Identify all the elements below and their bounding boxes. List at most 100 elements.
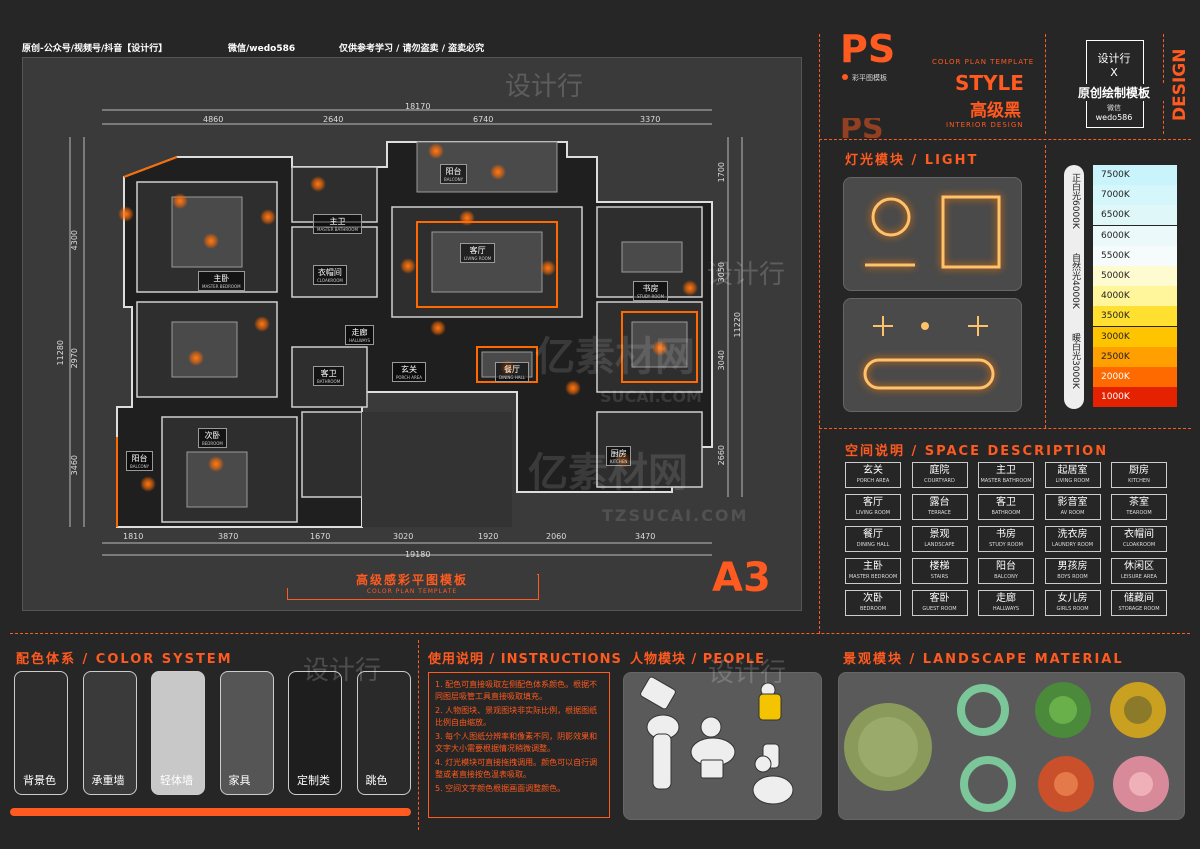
- divider-line: [418, 640, 419, 830]
- watermark: 亿素材网: [535, 334, 695, 380]
- dim-bottom: 3870: [218, 532, 239, 541]
- space-tag-cn: 起居室: [1057, 465, 1088, 476]
- light-legend-bar: [1064, 165, 1084, 409]
- space-tag-en: MASTER BEDROOM: [848, 574, 898, 580]
- space-tag-en: HALLWAYS: [992, 606, 1020, 612]
- dim-left: 3460: [70, 455, 79, 476]
- watermark: 设计行: [708, 658, 787, 688]
- dim-top: 3370: [640, 115, 661, 124]
- color-swatch[interactable]: 轻体墙: [151, 671, 205, 795]
- space-tag-cn: 休闲区: [1124, 561, 1154, 572]
- color-swatch-label: 轻体墙: [160, 774, 193, 787]
- color-swatch[interactable]: 背景色: [14, 671, 68, 795]
- light-legend-label: 正白光6000K: [1070, 173, 1080, 229]
- space-tag-cn: 走廊: [996, 593, 1016, 604]
- ps-logo-shadow: PS: [840, 118, 884, 138]
- instruction-item: 2. 人物图块、景观图块非实际比例，根据图纸比例自由缩放。: [435, 706, 598, 727]
- kelvin-step: 6000K: [1093, 225, 1177, 246]
- light-dot: [430, 320, 446, 336]
- dim-right: 2660: [717, 445, 726, 466]
- kelvin-step: 6500K: [1093, 205, 1177, 226]
- divider-line: [1045, 34, 1046, 134]
- space-tag-en: BATHROOM: [991, 510, 1021, 516]
- light-dot: [203, 233, 219, 249]
- light-dot: [260, 209, 276, 225]
- dim-top: 6740: [473, 115, 494, 124]
- space-tag-en: MASTER BATHROOM: [980, 478, 1032, 484]
- brand-box-line3: 微信: [1107, 104, 1121, 112]
- watermark: SUCAI.COM: [600, 387, 702, 406]
- kelvin-step: 7500K: [1093, 165, 1177, 185]
- kelvin-step: 1000K: [1093, 387, 1177, 408]
- space-tag-en: BEDROOM: [859, 606, 887, 612]
- color-bar: [10, 808, 411, 816]
- light-legend-label: 自然光4000K: [1070, 253, 1080, 309]
- style-cn-label: 高级黑: [970, 101, 1021, 121]
- light-dot: [118, 206, 134, 222]
- color-swatch-label: 家具: [228, 774, 251, 787]
- kelvin-step: 5000K: [1093, 266, 1177, 286]
- space-tag-cn: 储藏间: [1124, 593, 1154, 604]
- color-swatch[interactable]: 家具: [219, 671, 274, 795]
- space-tag: 休闲区 LEISURE AREA: [1111, 558, 1167, 584]
- divider-line: [1045, 145, 1046, 428]
- dim-bottom: 1810: [123, 532, 144, 541]
- dim-bottom: 2060: [546, 532, 567, 541]
- space-tag-cn: 洗衣房: [1057, 529, 1088, 540]
- space-tag-cn: 景观: [929, 529, 950, 540]
- kelvin-step: 2000K: [1093, 367, 1177, 387]
- dim-bottom: 3470: [635, 532, 656, 541]
- space-tag-en: TEAROOM: [1126, 510, 1152, 516]
- divider-line: [819, 139, 1191, 140]
- light-dot: [459, 210, 475, 226]
- space-tag-en: STAIRS: [930, 574, 949, 580]
- people-section-title: 人物模块 / PEOPLE: [630, 652, 765, 667]
- color-section-title: 配色体系 / COLOR SYSTEM: [16, 652, 233, 667]
- dim-bottom: 1920: [478, 532, 499, 541]
- dim-bottom: 1670: [310, 532, 331, 541]
- kelvin-step: 7000K: [1093, 185, 1177, 206]
- dim-top: 2640: [323, 115, 344, 124]
- kelvin-step: 2500K: [1093, 346, 1177, 367]
- header-credits: 原创-公众号/视频号/抖音【设计行】: [22, 44, 168, 54]
- space-tag-cn: 衣帽间: [1124, 529, 1154, 540]
- space-tag-cn: 庭院: [929, 465, 950, 476]
- instructions-box: 1. 配色可直接吸取左侧配色体系颜色。根据不同图层吸管工具直接吸取填充。 2. …: [428, 672, 610, 818]
- landscape-section-title: 景观模块 / LANDSCAPE MATERIAL: [843, 652, 1124, 667]
- light-legend-label: 暖白光3000K: [1070, 333, 1080, 389]
- dim-total-right: 11220: [733, 312, 742, 338]
- brand-box-x: X: [1110, 66, 1118, 79]
- space-tag-cn: 主卧: [863, 561, 883, 572]
- color-swatch-label: 承重墙: [91, 774, 125, 787]
- light-dot: [188, 350, 204, 366]
- light-dot: [254, 316, 270, 332]
- space-tag: 主卧 MASTER BEDROOM: [845, 558, 901, 584]
- color-swatch[interactable]: 跳色: [356, 671, 411, 795]
- dim-right: 3040: [717, 350, 726, 371]
- color-swatch[interactable]: 定制类: [288, 671, 342, 795]
- space-tag-en: STORAGE ROOM: [1118, 606, 1160, 612]
- space-tag-en: LEISURE AREA: [1121, 574, 1157, 580]
- dim-total-top: 18170: [405, 102, 431, 111]
- watermark: 设计行: [505, 72, 584, 102]
- divider-line: [819, 428, 1191, 429]
- space-section-title: 空间说明 / SPACE DESCRIPTION: [845, 444, 1109, 459]
- space-tag-en: TERRACE: [928, 510, 951, 516]
- space-tag-en: LANDSCAPE: [924, 542, 955, 548]
- color-swatch[interactable]: 承重墙: [82, 671, 137, 795]
